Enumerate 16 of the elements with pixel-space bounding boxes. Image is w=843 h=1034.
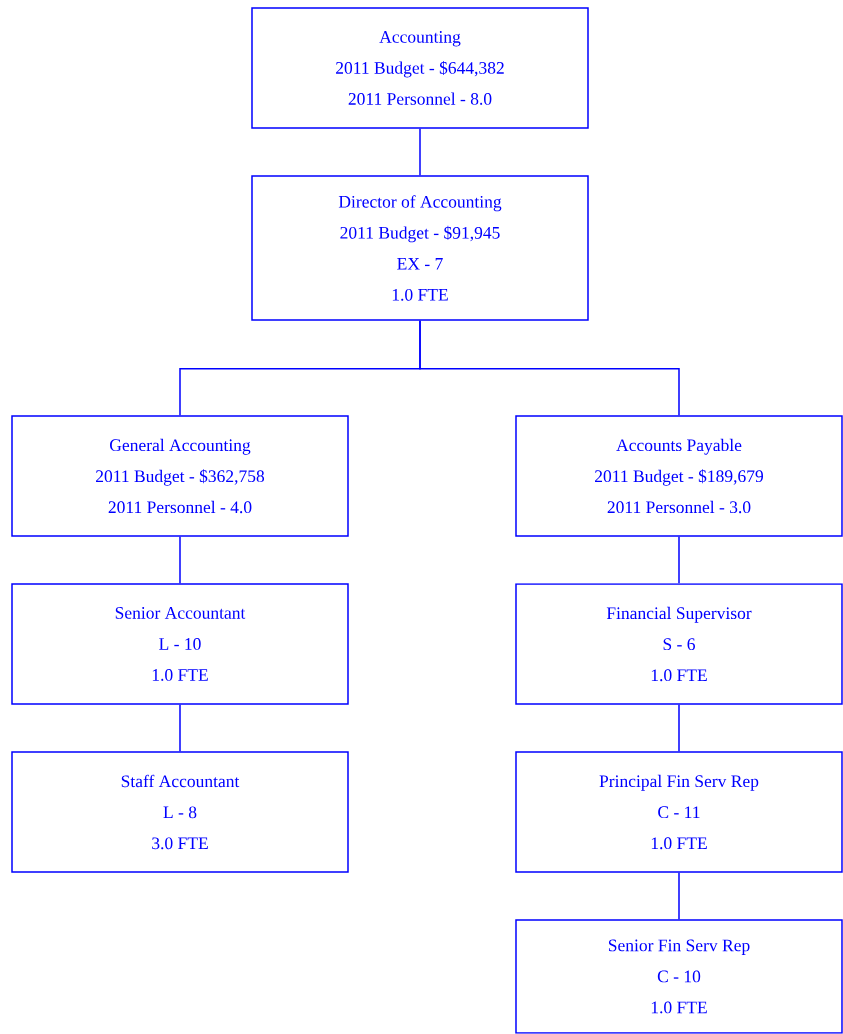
connector-line <box>419 320 680 416</box>
org-box: Senior Fin Serv Rep C - 10 1.0 FTE <box>515 919 843 1034</box>
org-box: General Accounting 2011 Budget - $362,758 2011 Personnel - 4.0 <box>11 415 349 537</box>
org-box: Financial Supervisor S - 6 1.0 FTE <box>515 583 843 705</box>
connector-line <box>678 536 680 584</box>
org-box: Accounts Payable 2011 Budget - $189,679 2011 Personnel - 3.0 <box>515 415 843 537</box>
connector-line <box>678 704 680 752</box>
connector-line <box>678 872 680 920</box>
org-box: Senior Accountant L - 10 1.0 FTE <box>11 583 349 705</box>
org-box: Staff Accountant L - 8 3.0 FTE <box>11 751 349 873</box>
connector-line <box>419 128 421 176</box>
org-box: Principal Fin Serv Rep C - 11 1.0 FTE <box>515 751 843 873</box>
connector-line <box>179 536 181 584</box>
org-box: Accounting 2011 Budget - $644,382 2011 Personnel - 8.0 <box>251 7 589 129</box>
org-box: Director of Accounting 2011 Budget - $91,945 EX - 7 1.0 FTE <box>251 175 589 321</box>
connector-line <box>179 704 181 752</box>
